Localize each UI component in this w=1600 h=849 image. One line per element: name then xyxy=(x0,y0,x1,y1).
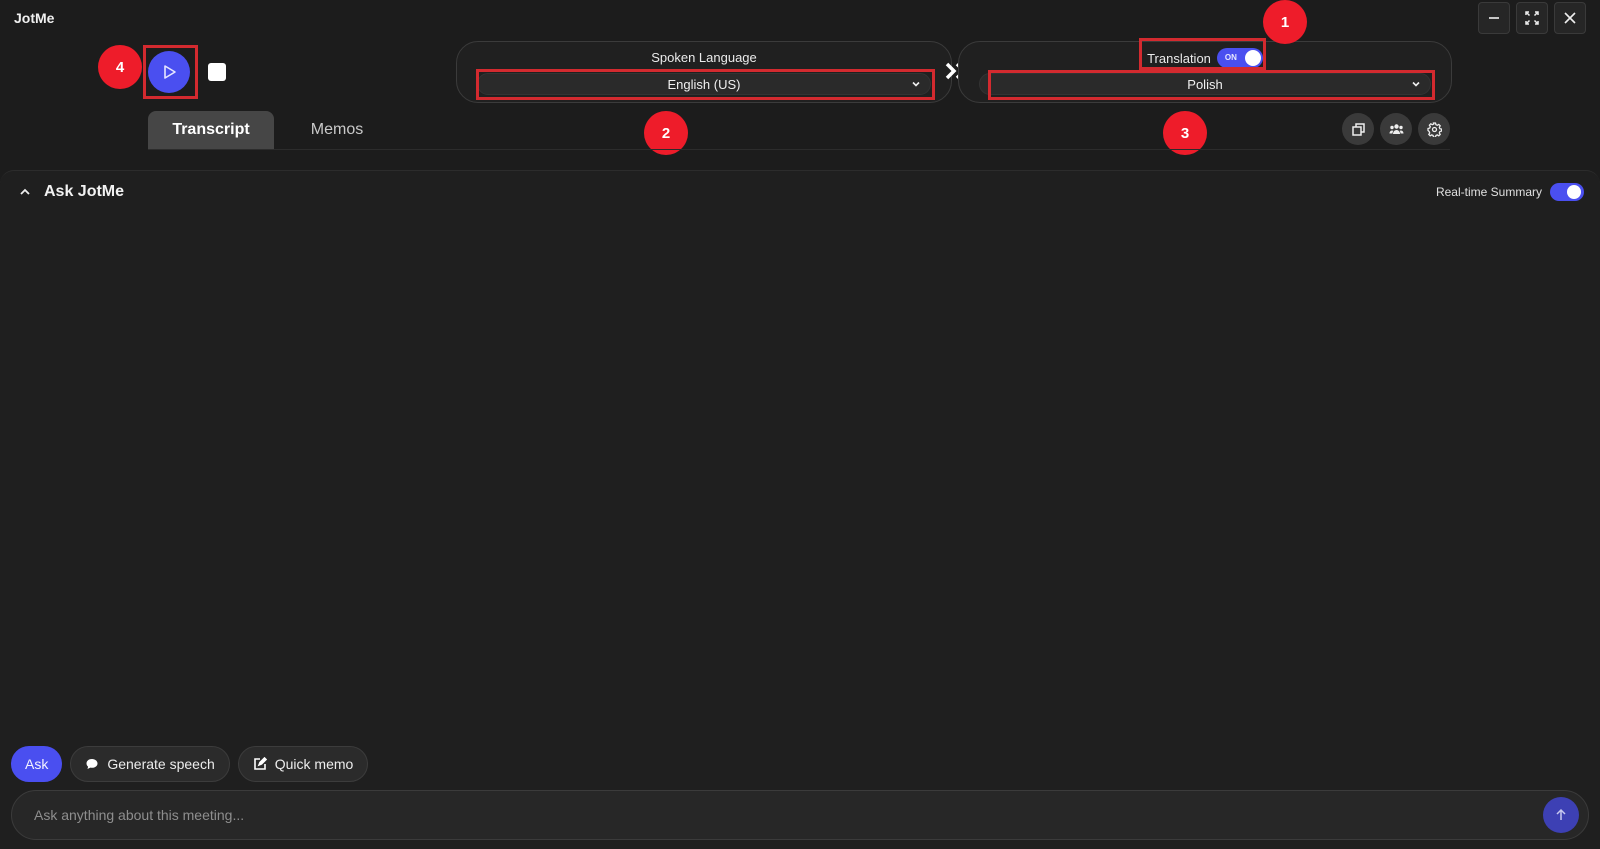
ask-jotme-title: Ask JotMe xyxy=(44,183,125,200)
participants-button[interactable] xyxy=(1380,113,1412,145)
annotation-badge-4: 4 xyxy=(98,45,142,89)
speech-bubble-icon xyxy=(86,759,98,769)
app-title: JotMe xyxy=(14,10,55,26)
main-tabs: Transcript Memos xyxy=(148,111,400,149)
tabs-divider xyxy=(148,149,1450,150)
translation-header: Translation ON xyxy=(959,48,1451,68)
ask-jotme-panel: Ask JotMe Real-time Summary Ask Generate… xyxy=(0,170,1600,849)
translation-language-value: Polish xyxy=(1187,76,1223,92)
chevron-down-icon xyxy=(1412,81,1420,87)
close-button[interactable] xyxy=(1554,2,1586,34)
send-button[interactable] xyxy=(1543,797,1579,833)
spoken-language-label: Spoken Language xyxy=(651,50,757,65)
toggle-knob xyxy=(1567,185,1581,199)
close-icon xyxy=(1564,12,1576,24)
realtime-summary-toggle[interactable] xyxy=(1550,183,1584,201)
fullscreen-button[interactable] xyxy=(1516,2,1548,34)
annotation-badge-1: 1 xyxy=(1263,0,1307,44)
spoken-language-panel: Spoken Language English (US) xyxy=(456,41,952,103)
minimize-icon xyxy=(1489,17,1499,19)
play-button[interactable] xyxy=(148,51,190,93)
chevron-up-icon xyxy=(20,188,30,195)
translation-language-select[interactable]: Polish xyxy=(979,73,1431,95)
play-icon xyxy=(164,65,176,79)
generate-speech-button[interactable]: Generate speech xyxy=(70,746,230,782)
copy-icon xyxy=(1351,122,1365,136)
toolbar-icons xyxy=(1342,113,1450,145)
fullscreen-icon xyxy=(1525,11,1539,25)
ask-button[interactable]: Ask xyxy=(11,746,63,782)
toggle-knob xyxy=(1244,50,1261,66)
participants-icon xyxy=(1389,123,1403,134)
copy-button[interactable] xyxy=(1342,113,1374,145)
stop-button[interactable] xyxy=(208,63,226,81)
translation-toggle[interactable]: ON xyxy=(1216,48,1263,68)
quick-memo-button[interactable]: Quick memo xyxy=(237,746,369,782)
realtime-summary-label: Real-time Summary xyxy=(1435,185,1542,199)
action-chips: Ask Generate speech Quick memo xyxy=(11,746,369,782)
ask-input[interactable] xyxy=(12,807,1543,823)
gear-icon xyxy=(1426,121,1442,137)
settings-button[interactable] xyxy=(1418,113,1450,145)
annotation-badge-3: 3 xyxy=(1163,111,1207,155)
minimize-button[interactable] xyxy=(1478,2,1510,34)
generate-speech-label: Generate speech xyxy=(107,756,215,772)
translation-label: Translation xyxy=(1147,50,1211,66)
chevron-down-icon xyxy=(912,81,920,87)
spoken-language-select[interactable]: English (US) xyxy=(477,73,931,95)
spoken-language-value: English (US) xyxy=(667,76,741,92)
ask-jotme-collapse-toggle[interactable]: Ask JotMe xyxy=(18,183,124,201)
realtime-summary-control: Real-time Summary xyxy=(1436,183,1584,201)
window-controls xyxy=(1478,2,1586,34)
edit-note-icon xyxy=(253,757,267,770)
tab-memos[interactable]: Memos xyxy=(310,121,364,138)
ask-input-container xyxy=(11,790,1589,840)
annotation-badge-2: 2 xyxy=(644,111,688,155)
toggle-state-text: ON xyxy=(1224,53,1237,62)
quick-memo-label: Quick memo xyxy=(274,756,354,772)
arrow-up-icon xyxy=(1556,808,1566,820)
translation-panel: Translation ON Polish xyxy=(958,41,1452,103)
tab-transcript[interactable]: Transcript xyxy=(148,111,274,149)
